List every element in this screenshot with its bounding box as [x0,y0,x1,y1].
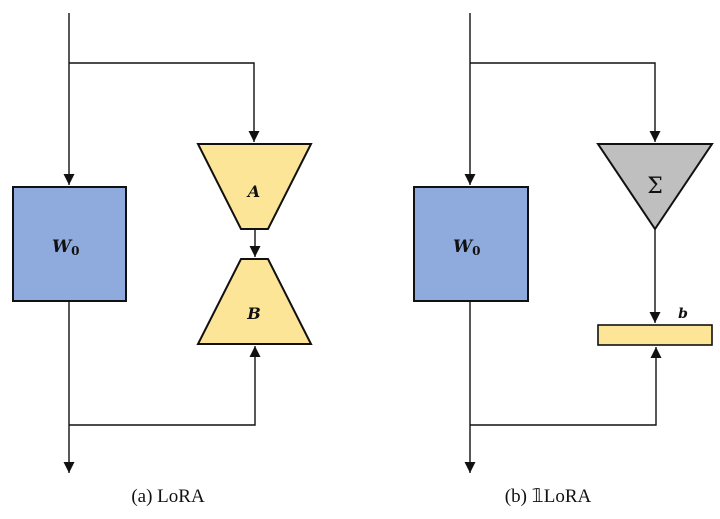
panel-1lora: W0 Σ b (b) 𝟙LoRA [413,13,714,507]
caption-b: (b) 𝟙LoRA [505,486,592,507]
bias-vector-block [597,324,713,346]
panel-lora: W0 A B (a) LoRA [12,13,313,507]
adapter-a-block [196,143,313,230]
adapter-b-label: B [246,304,261,323]
sum-operator-block [596,143,714,231]
frozen-weight-label: W0 [52,237,79,258]
adapter-a-label: A [246,182,260,201]
branch-to-a [69,62,260,142]
branch-to-sum [470,62,661,142]
caption-a: (a) LoRA [131,486,205,507]
frozen-weight-block [413,186,529,302]
frozen-weight-label: W0 [453,237,480,258]
merge-path [69,346,261,426]
adapter-b-block [196,258,313,345]
merge-path [470,347,662,426]
sum-operator-label: Σ [647,174,663,199]
bias-label: b [678,306,688,322]
